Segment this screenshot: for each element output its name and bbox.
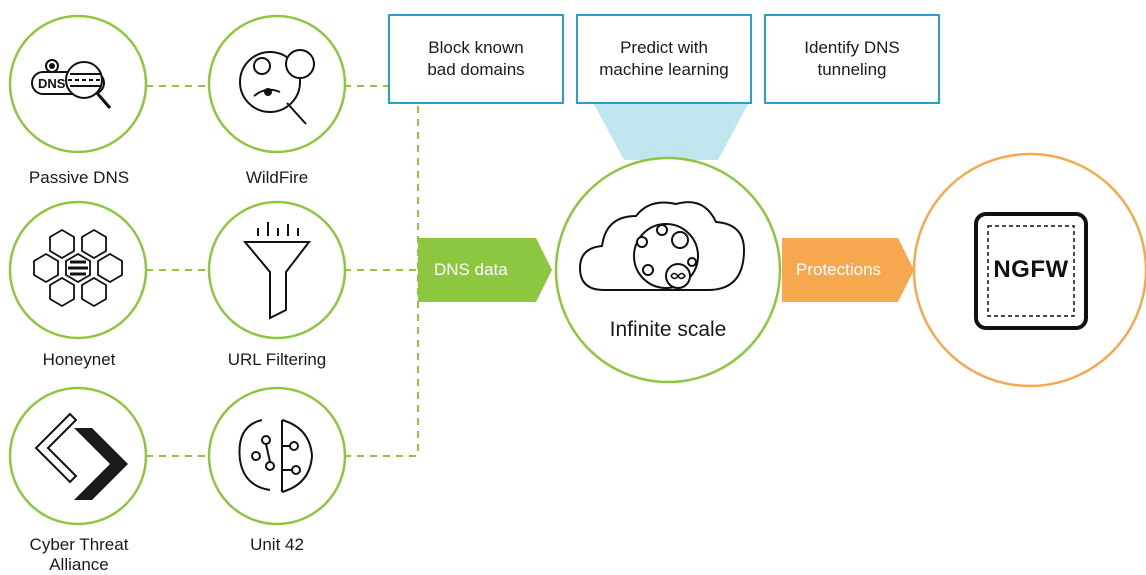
- ngfw-chip-inner: [987, 225, 1075, 317]
- wildfire-icon: [239, 49, 315, 125]
- url-filtering-icon: [242, 222, 312, 320]
- source-circles: [8, 14, 347, 526]
- source-label-wildfire: WildFire: [245, 168, 309, 187]
- feature-box-dns-tunneling: Identify DNS tunneling: [764, 14, 940, 104]
- passive-dns-badge: DNS: [38, 76, 66, 91]
- cta-circle: [8, 386, 148, 526]
- source-label-url-filtering: URL Filtering: [227, 350, 327, 369]
- protections-arrow: [782, 238, 914, 302]
- source-label-unit42: Unit 42: [250, 535, 304, 554]
- dns-data-arrow: [418, 238, 552, 302]
- ngfw-chip-outer: [974, 212, 1088, 330]
- cyber-threat-alliance-icon: [34, 412, 128, 500]
- feature-box-machine-learning: Predict with machine learning: [576, 14, 752, 104]
- source-label-honeynet: Honeynet: [42, 350, 116, 369]
- url-filtering-circle: [207, 200, 347, 340]
- passive-dns-icon: [31, 59, 112, 109]
- feature-label-block-domains: Block known bad domains: [427, 38, 525, 79]
- cloud-icon: [578, 201, 746, 291]
- source-label-passive-dns: Passive DNS: [28, 168, 130, 187]
- feature-label-dns-tunneling: Identify DNS tunneling: [804, 38, 900, 79]
- ngfw-label: NGFW: [993, 256, 1069, 283]
- infinite-scale-label: Infinite scale: [609, 318, 727, 341]
- unit42-circle: [207, 386, 347, 526]
- unit42-icon: [238, 419, 314, 493]
- wildfire-circle: [207, 14, 347, 154]
- protections-label: Protections: [796, 260, 882, 279]
- honeynet-circle: [8, 200, 148, 340]
- feature-label-machine-learning: Predict with machine learning: [599, 38, 729, 79]
- feature-box-block-domains: Block known bad domains: [388, 14, 564, 104]
- honeynet-icon: [33, 228, 123, 308]
- feature-funnel: [594, 104, 748, 160]
- source-label-cta: Cyber Threat Alliance: [29, 535, 129, 574]
- dns-data-label: DNS data: [434, 260, 508, 279]
